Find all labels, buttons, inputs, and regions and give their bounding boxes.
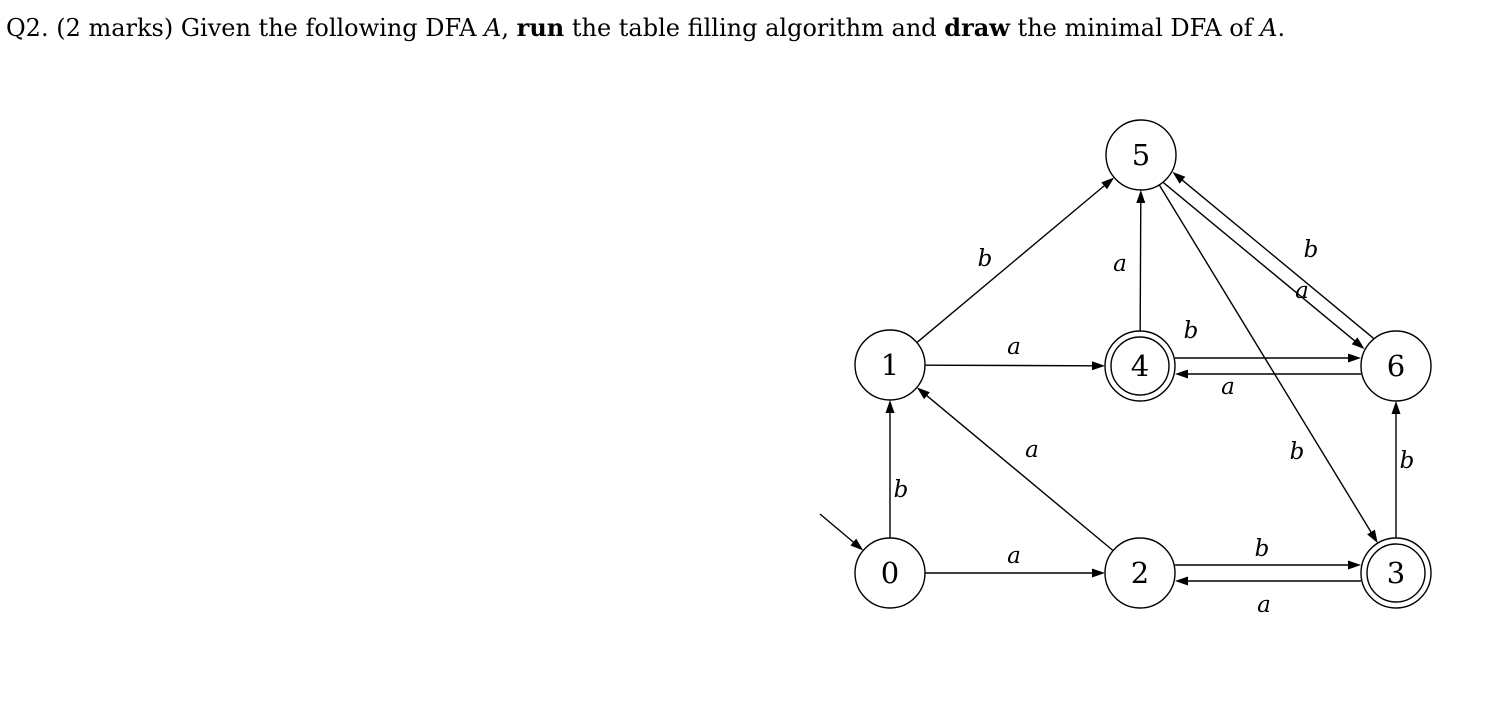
question-segment: A — [484, 14, 502, 42]
transition-label-2-3: b — [1255, 536, 1270, 562]
transition-5-3 — [1158, 184, 1374, 535]
transition-1-4-arrowhead — [1091, 361, 1106, 371]
transition-label-0-2: a — [1007, 543, 1021, 569]
transition-5-6-arrowhead — [1351, 337, 1365, 350]
state-6 — [1360, 330, 1432, 402]
transition-label-1-4: a — [1007, 334, 1021, 360]
state-4-accepting-ring — [1110, 336, 1170, 396]
transition-5-3-arrowhead — [1367, 529, 1378, 544]
transition-0-1-arrowhead — [885, 400, 895, 413]
transition-label-5-3: b — [1290, 439, 1305, 465]
transition-2-1 — [924, 393, 1114, 552]
transition-label-3-6: b — [1400, 448, 1415, 474]
transition-label-1-5: b — [978, 246, 993, 272]
question-segment: the table filling algorithm and — [564, 14, 945, 42]
question-segment: , — [501, 14, 517, 42]
question-segment: . — [1277, 14, 1286, 42]
state-label-3: 3 — [1387, 556, 1405, 590]
transition-3-2-arrowhead — [1175, 576, 1188, 586]
state-0 — [854, 537, 926, 609]
transition-4-5-arrowhead — [1136, 189, 1146, 204]
transition-label-3-2: a — [1257, 592, 1271, 618]
transition-label-4-6: b — [1184, 318, 1199, 344]
question-segment: Q2. (2 marks) Given the following DFA — [6, 14, 485, 42]
start-arrow — [819, 513, 857, 545]
transition-label-2-1: a — [1025, 437, 1039, 463]
transition-5-6 — [1163, 182, 1358, 344]
transition-label-4-5: a — [1113, 251, 1127, 277]
state-3-accepting-ring — [1366, 543, 1426, 603]
state-1 — [854, 329, 926, 401]
question-segment: draw — [944, 13, 1010, 42]
transition-2-1-arrowhead — [916, 387, 930, 400]
question-segment: A — [1260, 14, 1278, 42]
state-5 — [1105, 119, 1177, 191]
state-label-6: 6 — [1387, 349, 1405, 383]
transition-1-5-arrowhead — [1101, 177, 1115, 190]
state-label-0: 0 — [881, 556, 899, 590]
state-4 — [1104, 330, 1176, 402]
state-label-4: 4 — [1131, 349, 1149, 383]
transition-3-6-arrowhead — [1391, 401, 1401, 414]
state-2 — [1104, 537, 1176, 609]
transition-1-5 — [916, 183, 1107, 344]
state-label-2: 2 — [1131, 556, 1149, 590]
transition-label-5-6: a — [1295, 278, 1309, 304]
state-label-5: 5 — [1132, 138, 1150, 172]
transition-label-6-4: a — [1221, 374, 1235, 400]
question-text: Q2. (2 marks) Given the following DFA A,… — [6, 13, 1285, 42]
transition-6-5-arrowhead — [1172, 171, 1186, 184]
transition-6-5 — [1179, 177, 1374, 339]
transition-4-5 — [1139, 199, 1142, 332]
transition-0-2-arrowhead — [1092, 568, 1105, 578]
start-arrow-arrowhead — [850, 538, 864, 551]
transition-1-4 — [924, 364, 1096, 367]
transition-label-0-1: b — [894, 477, 909, 503]
question-segment: the minimal DFA of — [1009, 14, 1261, 42]
state-label-1: 1 — [881, 348, 899, 382]
state-3 — [1360, 537, 1432, 609]
question-segment: run — [516, 13, 565, 42]
transition-4-6-arrowhead — [1348, 353, 1361, 363]
transition-label-6-5: b — [1304, 237, 1319, 263]
transition-6-4-arrowhead — [1175, 369, 1188, 379]
transition-2-3-arrowhead — [1348, 560, 1361, 570]
